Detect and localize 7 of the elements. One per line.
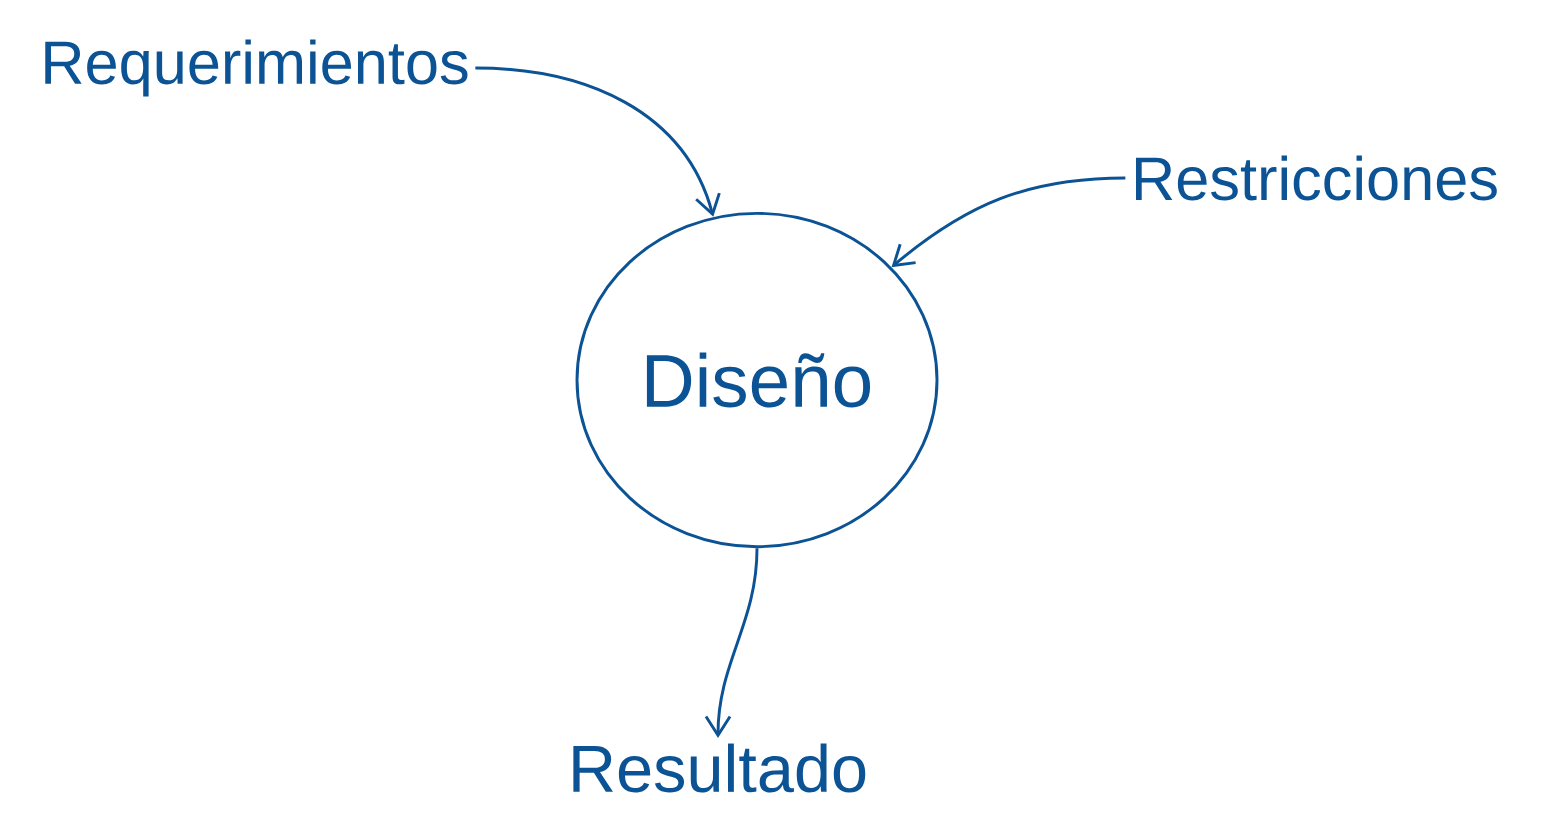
circle-node: Diseño xyxy=(575,211,939,549)
handwritten-label: Resultado xyxy=(573,743,866,793)
arrow xyxy=(891,176,1126,268)
handwritten-label: Requerimientos xyxy=(45,39,468,97)
arrow xyxy=(475,66,721,217)
handwritten-label: Restricciones xyxy=(1136,155,1497,201)
arrow xyxy=(704,548,759,738)
